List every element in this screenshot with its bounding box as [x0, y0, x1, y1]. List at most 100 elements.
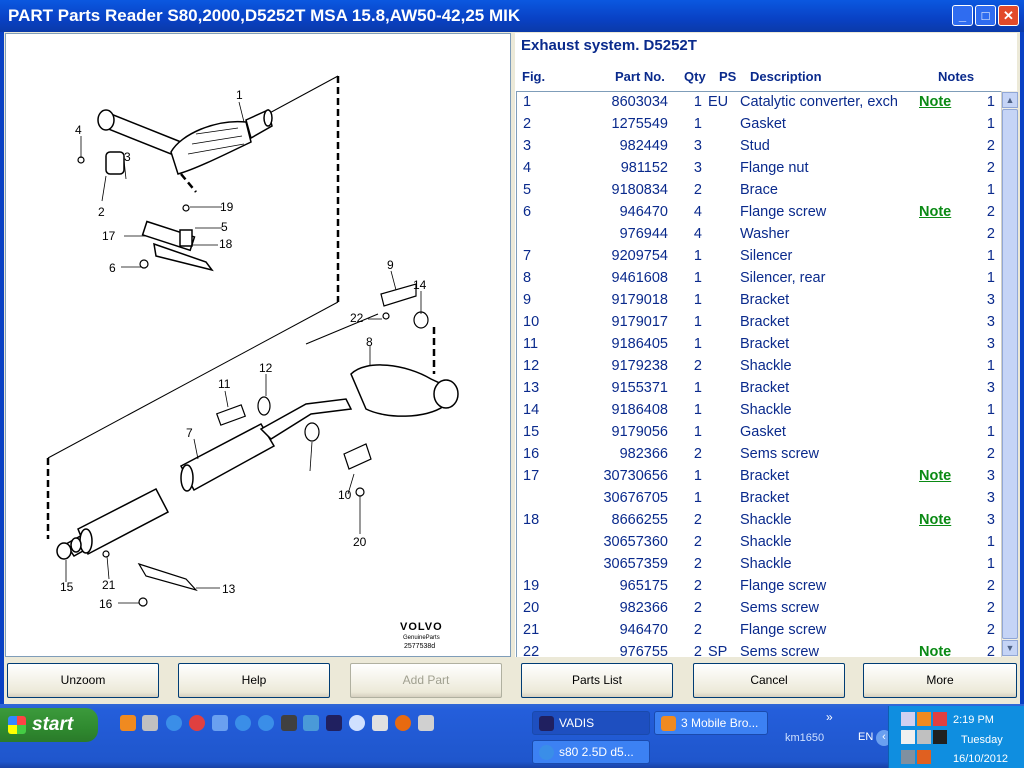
- volume-icon[interactable]: [901, 730, 915, 744]
- diagram-label[interactable]: 9: [387, 258, 394, 272]
- app-icon[interactable]: [281, 715, 297, 731]
- mobile-broadband-icon[interactable]: [917, 712, 931, 726]
- note-link[interactable]: Note: [919, 512, 952, 528]
- task-3-mobile[interactable]: 3 Mobile Bro...: [654, 711, 768, 735]
- diagram-label[interactable]: 5: [221, 220, 228, 234]
- diagram-label[interactable]: 7: [186, 426, 193, 440]
- explorer-icon[interactable]: [303, 715, 319, 731]
- diagram-label[interactable]: 1: [236, 88, 243, 102]
- chevron-expand-icon[interactable]: »: [826, 710, 833, 724]
- film-icon[interactable]: [372, 715, 388, 731]
- diagram-label[interactable]: 15: [60, 580, 74, 594]
- tool-icon[interactable]: [142, 715, 158, 731]
- task-browser[interactable]: s80 2.5D d5...: [532, 740, 650, 764]
- diagram-label[interactable]: 16: [99, 597, 113, 611]
- update-icon[interactable]: [917, 750, 931, 764]
- vadis-icon[interactable]: [326, 715, 342, 731]
- security-icon[interactable]: [933, 712, 947, 726]
- diagram-label[interactable]: 14: [413, 278, 427, 292]
- clock-time[interactable]: 2:19 PM: [953, 714, 994, 726]
- firefox-icon[interactable]: [395, 715, 411, 731]
- display-icon[interactable]: [901, 750, 915, 764]
- browser-icon[interactable]: [235, 715, 251, 731]
- media-icon[interactable]: [189, 715, 205, 731]
- power-icon[interactable]: [917, 730, 931, 744]
- language-indicator[interactable]: EN: [858, 731, 874, 743]
- scroll-down-button[interactable]: ▼: [1002, 640, 1018, 656]
- notes-count-cell: 3: [986, 314, 995, 330]
- task-vadis[interactable]: VADIS: [532, 711, 650, 735]
- misc-icon[interactable]: [418, 715, 434, 731]
- diagram-label[interactable]: 12: [259, 361, 273, 375]
- diagram-label[interactable]: 11: [218, 377, 231, 391]
- network-icon[interactable]: [901, 712, 915, 726]
- minimize-button[interactable]: _: [952, 5, 973, 26]
- parts-list-button[interactable]: Parts List: [521, 663, 673, 698]
- exploded-diagram[interactable]: 1 2 3 4 5 6 7 8 9 10 11 12 13 14 15 16 1…: [5, 33, 511, 657]
- help-button[interactable]: Help: [178, 663, 330, 698]
- three-mobile-icon[interactable]: [120, 715, 136, 731]
- maximize-button[interactable]: □: [975, 5, 996, 26]
- diagram-label[interactable]: 19: [220, 200, 234, 214]
- scroll-thumb[interactable]: [1002, 109, 1018, 639]
- show-desktop-icon[interactable]: [212, 715, 228, 731]
- diagram-label[interactable]: 4: [75, 123, 82, 137]
- diagram-label[interactable]: 6: [109, 261, 116, 275]
- ps-cell: EU: [708, 94, 729, 110]
- add-part-button[interactable]: Add Part: [350, 663, 502, 698]
- app-tray-icon[interactable]: [933, 730, 947, 744]
- diagram-label[interactable]: 10: [338, 488, 352, 502]
- diagram-label[interactable]: 17: [102, 229, 116, 243]
- note-link[interactable]: Note: [919, 644, 952, 657]
- unzoom-button[interactable]: Unzoom: [7, 663, 159, 698]
- browser-icon-2[interactable]: [258, 715, 274, 731]
- internet-explorer-icon[interactable]: [166, 715, 182, 731]
- diagram-label[interactable]: 13: [222, 582, 236, 596]
- start-button[interactable]: start: [0, 708, 98, 742]
- diagram-label[interactable]: 18: [219, 237, 233, 251]
- close-button[interactable]: ✕: [998, 5, 1019, 26]
- note-link[interactable]: Note: [919, 94, 952, 110]
- note-link[interactable]: Note: [919, 204, 952, 220]
- diagram-label[interactable]: 21: [102, 578, 116, 592]
- player-icon[interactable]: [349, 715, 365, 731]
- parts-scrollbar[interactable]: ▲ ▼: [1001, 91, 1018, 657]
- diagram-label[interactable]: 20: [353, 535, 367, 549]
- more-button[interactable]: More: [863, 663, 1017, 698]
- diagram-label[interactable]: 22: [350, 311, 364, 325]
- diagram-label[interactable]: 8: [366, 335, 373, 349]
- diagram-label[interactable]: 2: [98, 205, 105, 219]
- fig-cell: 8: [523, 270, 532, 286]
- cancel-button[interactable]: Cancel: [693, 663, 845, 698]
- qty-cell: 3: [693, 138, 702, 154]
- diagram-label[interactable]: 3: [124, 150, 131, 164]
- scroll-up-button[interactable]: ▲: [1002, 92, 1018, 108]
- note-link[interactable]: Note: [919, 468, 952, 484]
